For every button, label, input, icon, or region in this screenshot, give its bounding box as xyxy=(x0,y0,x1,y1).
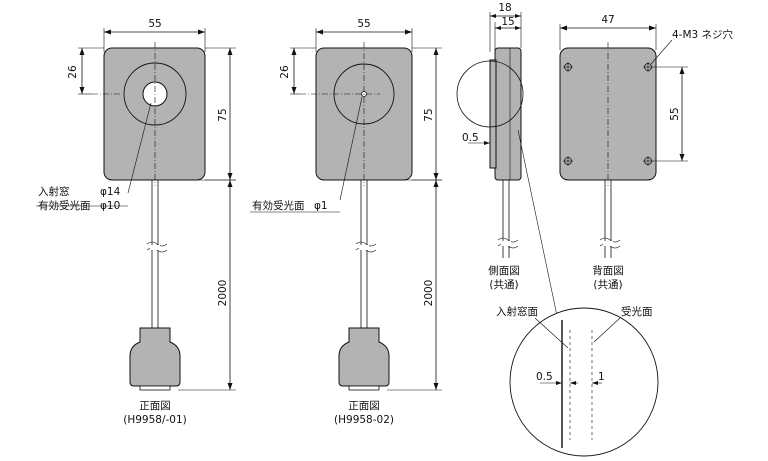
connector xyxy=(338,327,390,387)
caption-model: (H9958-02) xyxy=(334,414,394,426)
mounting-holes xyxy=(563,62,653,166)
caption-title: 正面図 xyxy=(139,400,171,412)
caption-model: (H9958/-01) xyxy=(123,414,187,426)
side-window-plate xyxy=(489,59,497,169)
active-area-label: 有効受光面 xyxy=(252,199,305,212)
cable-length-dimension: 2000 xyxy=(423,280,435,307)
gap-dimension: 0.5 xyxy=(462,132,479,144)
width-dimension: 55 xyxy=(148,18,161,30)
front-view-1: 55 26 75 2000 xyxy=(36,18,236,426)
offset-dimension: 26 xyxy=(279,65,291,79)
depth-dimension: 18 xyxy=(498,2,511,14)
back-view: 47 4-M3 ネジ穴 55 背面図 (共通) xyxy=(559,14,734,291)
window-surface-label: 入射窓面 xyxy=(496,305,538,318)
side-view: 18 15 0.5 側面図 (共通) xyxy=(456,2,561,331)
cable-length-dimension: 2000 xyxy=(217,280,229,307)
caption-sub: (共通) xyxy=(489,279,518,291)
body-depth-dimension: 15 xyxy=(501,16,514,28)
active-area-diameter: φ10 xyxy=(100,200,120,212)
hole-pitch-dimension: 55 xyxy=(669,107,681,120)
caption-title: 背面図 xyxy=(592,264,624,277)
detail-left-dimension: 0.5 xyxy=(536,371,553,383)
height-dimension: 75 xyxy=(217,108,229,121)
sensor-surface-label: 受光面 xyxy=(621,305,653,318)
width-dimension: 55 xyxy=(357,18,370,30)
detail-circle-marker xyxy=(456,60,524,128)
active-area-diameter: φ1 xyxy=(314,200,328,212)
detail-circle xyxy=(509,307,659,457)
front-view-2: 55 26 75 2000 有効受光面 φ1 正面図 (H9958- xyxy=(250,18,442,426)
height-dimension: 75 xyxy=(423,108,435,121)
active-area-label: 有効受光面 xyxy=(38,199,91,212)
hole-label: 4-M3 ネジ穴 xyxy=(672,28,734,41)
connector xyxy=(129,327,181,387)
caption-title: 正面図 xyxy=(348,400,380,412)
width-dimension: 47 xyxy=(601,14,614,26)
detail-view: 0.5 1 入射窓面 受光面 xyxy=(496,305,659,457)
caption-sub: (共通) xyxy=(593,279,622,291)
window-diameter: φ14 xyxy=(100,186,121,198)
caption-title: 側面図 xyxy=(488,264,520,277)
side-body xyxy=(494,47,522,181)
offset-dimension: 26 xyxy=(67,65,79,79)
detail-right-dimension: 1 xyxy=(598,371,605,383)
window-label: 入射窓 xyxy=(38,185,70,198)
